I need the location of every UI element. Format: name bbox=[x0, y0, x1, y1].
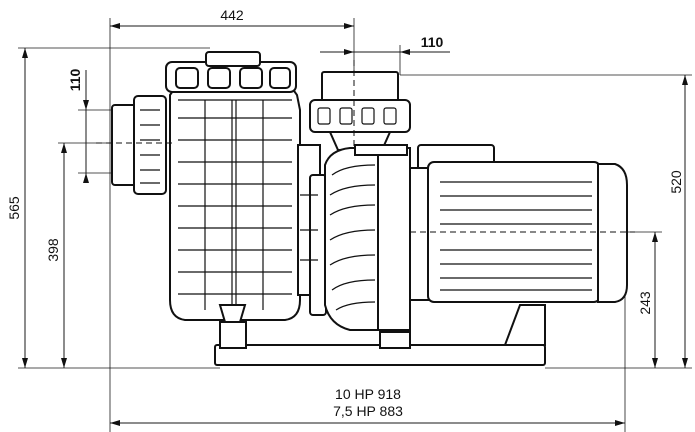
outlet-flange bbox=[309, 71, 411, 151]
dim-inlet-110-label: 110 bbox=[67, 68, 83, 91]
inlet-flange bbox=[111, 95, 167, 195]
dim-442-label: 442 bbox=[220, 7, 244, 23]
centre-lines bbox=[96, 60, 635, 233]
dimension-outlet-110: 110 bbox=[320, 34, 450, 75]
pump-motor bbox=[409, 144, 628, 303]
dimension-length: 10 HP 918 7,5 HP 883 bbox=[109, 105, 626, 432]
strainer-housing bbox=[165, 51, 301, 323]
pump-volute bbox=[297, 144, 327, 316]
pump-base bbox=[214, 304, 546, 366]
dimension-243: 243 bbox=[625, 231, 662, 368]
dim-520-label: 520 bbox=[668, 170, 684, 194]
dimension-inlet-110: 110 bbox=[67, 68, 130, 183]
dimension-520: 520 bbox=[400, 74, 692, 369]
pump-cage bbox=[324, 144, 411, 331]
dim-565-label: 565 bbox=[6, 196, 22, 220]
dimension-565: 565 bbox=[6, 47, 220, 369]
dimension-442: 442 bbox=[109, 7, 355, 105]
dim-length-7-5hp-label: 7,5 HP 883 bbox=[333, 403, 403, 419]
dim-398-label: 398 bbox=[45, 238, 61, 262]
dim-length-10hp-label: 10 HP 918 bbox=[335, 386, 401, 402]
dim-outlet-110-label: 110 bbox=[421, 34, 444, 50]
dim-243-label: 243 bbox=[637, 291, 653, 315]
